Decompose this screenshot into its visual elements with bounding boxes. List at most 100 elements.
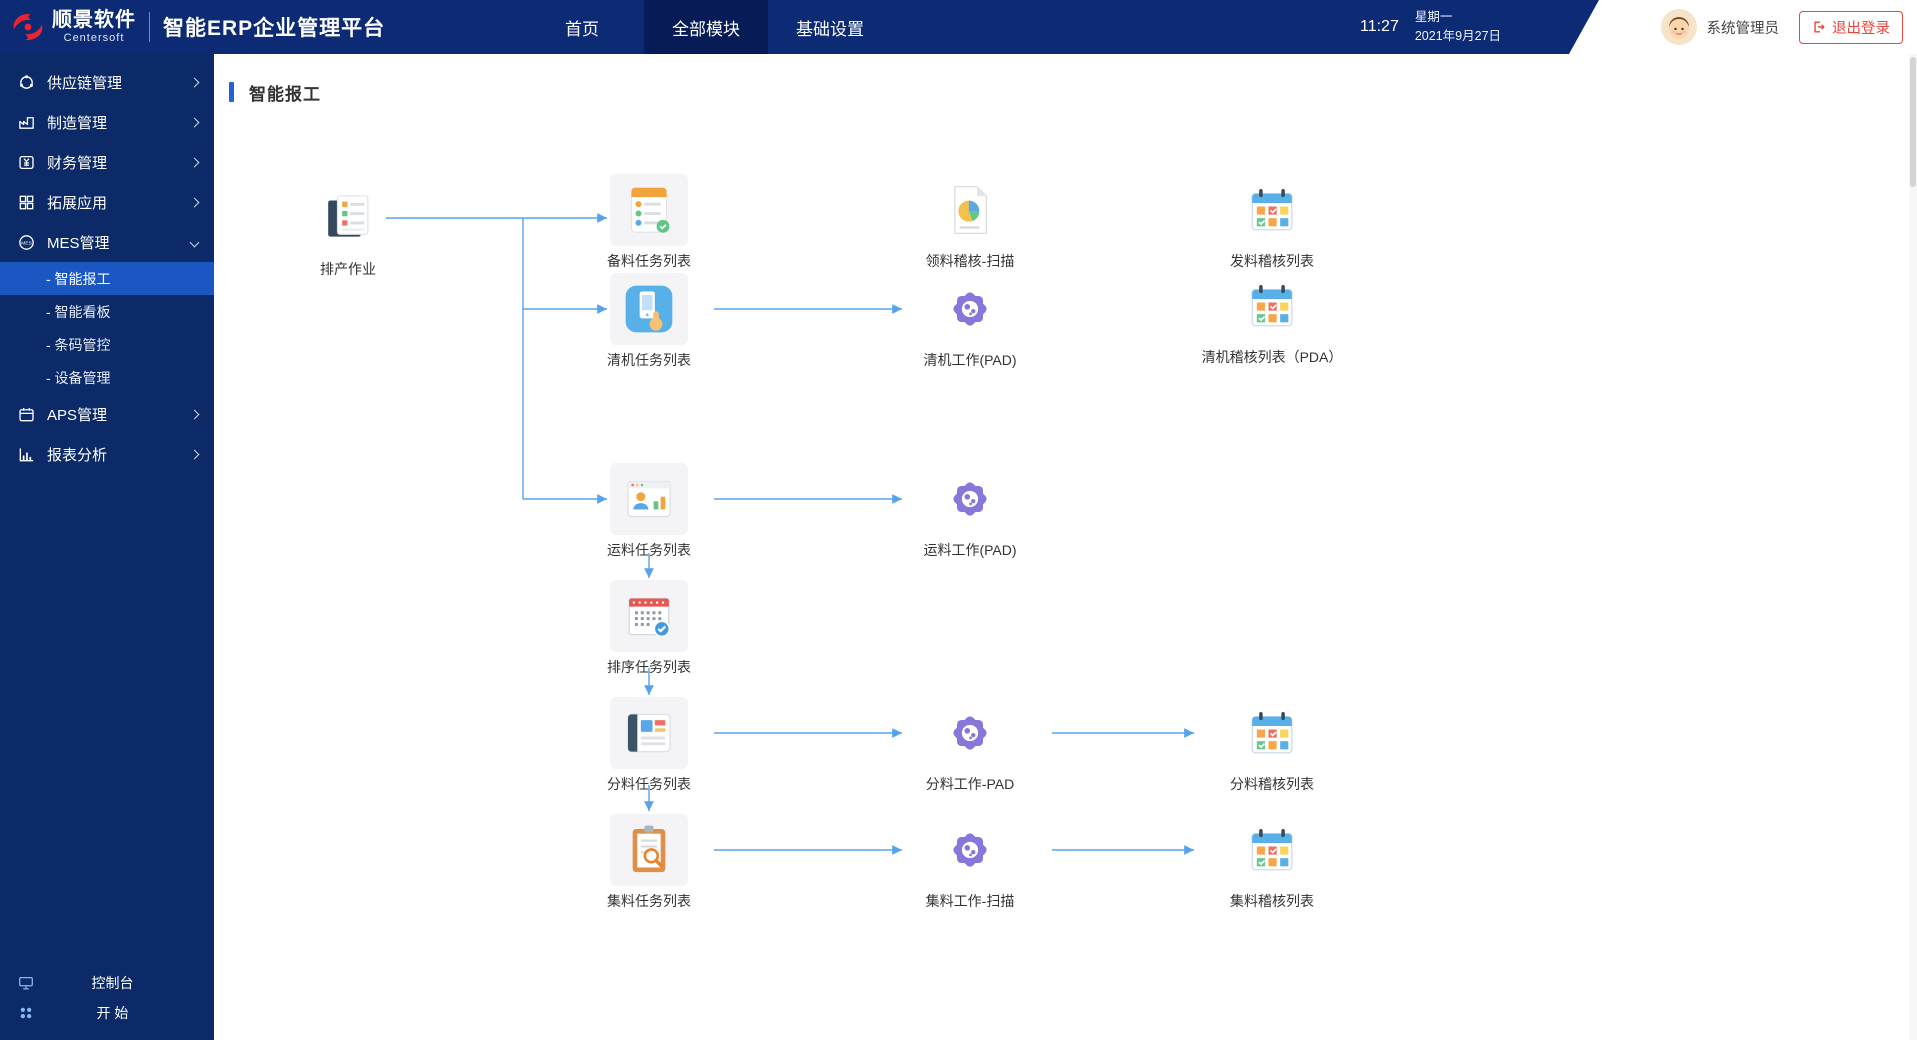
node-label: 分料工作-PAD: [925, 776, 1015, 792]
vertical-scrollbar[interactable]: [1909, 54, 1917, 1040]
sidebar-subitem-equipment-mgmt[interactable]: - 设备管理: [46, 369, 111, 386]
calendar-check-icon: [1233, 814, 1311, 886]
chevron-right-icon: [189, 157, 200, 167]
flow-node-material-prep-tasks[interactable]: 备料任务列表: [569, 174, 729, 271]
chevron-right-icon: [189, 117, 200, 127]
sidebar-item-label: 财务管理: [47, 154, 108, 172]
sidebar-item-label: 制造管理: [47, 114, 108, 132]
sidebar: 供应链管理 制造管理 财务管理 拓展应用 MES管理 - 智能报工 - 智能看板…: [0, 54, 214, 1040]
flow-node-issue-audit-list[interactable]: 发料稽核列表: [1192, 174, 1352, 271]
node-label: 集料任务列表: [607, 893, 691, 909]
console-button[interactable]: 控制台: [0, 968, 214, 998]
clock-time: 11:27: [1360, 18, 1399, 35]
node-label: 运料任务列表: [607, 542, 691, 558]
console-icon: [16, 973, 36, 993]
aps-icon: [16, 404, 36, 424]
logo-divider: [149, 12, 150, 42]
sidebar-item-aps[interactable]: APS管理: [0, 394, 214, 434]
node-label: 集料工作-扫描: [925, 893, 1015, 909]
node-label: 清机稽核列表（PDA）: [1201, 349, 1343, 365]
sidebar-item-manufacturing[interactable]: 制造管理: [0, 102, 214, 142]
nav-tab-all-modules[interactable]: 全部模块: [644, 0, 768, 54]
calendar-check-icon: [1233, 270, 1311, 342]
plan-board-icon: [309, 182, 387, 254]
sidebar-subitem-smart-kanban[interactable]: - 智能看板: [46, 303, 111, 320]
flow-node-collect-audit-list[interactable]: 集料稽核列表: [1192, 814, 1352, 911]
flow-node-sequencing-tasks[interactable]: 排序任务列表: [569, 580, 729, 677]
brand-subname: Centersoft: [63, 32, 125, 44]
flow-node-split-audit-list[interactable]: 分料稽核列表: [1192, 697, 1352, 794]
flow-node-machine-clean-tasks[interactable]: 清机任务列表: [569, 273, 729, 370]
node-label: 排产作业: [320, 261, 376, 277]
report-analysis-icon: [16, 444, 36, 464]
nav-tab-home[interactable]: 首页: [565, 19, 599, 39]
clock-weekday: 星期一: [1414, 9, 1453, 24]
clipboard-search-icon: [610, 814, 688, 886]
sidebar-item-mes[interactable]: MES管理: [0, 222, 214, 262]
calendar-check-icon: [1233, 174, 1311, 246]
page-header: 智能报工: [229, 80, 321, 104]
flow-diagram: 排产作业 备料任务列表 领料稽核-扫描 发料稽核列表 清机任务列表 清机工作(P…: [214, 54, 1917, 1040]
sidebar-item-label: 供应链管理: [47, 74, 123, 92]
scrollbar-thumb[interactable]: [1910, 57, 1916, 187]
node-label: 分料任务列表: [607, 776, 691, 792]
flow-node-production-scheduling[interactable]: 排产作业: [268, 182, 428, 279]
start-icon: [16, 1003, 36, 1023]
flow-node-machine-clean-work-pad[interactable]: 清机工作(PAD): [890, 273, 1050, 370]
chevron-right-icon: [189, 409, 200, 419]
brand-swirl-icon: [10, 12, 46, 42]
node-label: 备料任务列表: [607, 253, 691, 269]
sidebar-item-label: APS管理: [47, 406, 108, 424]
username: 系统管理员: [1706, 20, 1780, 37]
chevron-down-icon: [189, 237, 200, 247]
sidebar-footer: 控制台 开 始: [0, 968, 214, 1028]
clock-date-block: 星期一 2021年9月27日: [1415, 8, 1501, 47]
flow-node-machine-clean-audit-list-pda[interactable]: 清机稽核列表（PDA）: [1192, 270, 1352, 367]
app-title: 智能ERP企业管理平台: [163, 17, 386, 40]
finance-icon: [16, 152, 36, 172]
sidebar-item-label: MES管理: [47, 234, 110, 252]
chevron-right-icon: [189, 449, 200, 459]
manufacturing-icon: [16, 112, 36, 132]
flow-node-material-transport-tasks[interactable]: 运料任务列表: [569, 463, 729, 560]
logout-label: 退出登录: [1832, 20, 1890, 37]
avatar[interactable]: [1660, 9, 1697, 45]
sidebar-item-extensions[interactable]: 拓展应用: [0, 182, 214, 222]
mes-icon: [16, 232, 36, 252]
flow-connectors: [386, 213, 1194, 855]
sidebar-item-label: 报表分析: [47, 446, 108, 464]
gear-icon: [931, 463, 1009, 535]
extensions-icon: [16, 192, 36, 212]
title-accent-bar: [229, 82, 234, 102]
sidebar-item-reports[interactable]: 报表分析: [0, 434, 214, 474]
brand-text: 顺景软件 Centersoft: [52, 10, 136, 44]
main-content: 智能报工: [214, 54, 1917, 1040]
sidebar-item-finance[interactable]: 财务管理: [0, 142, 214, 182]
brand-name: 顺景软件: [52, 9, 136, 31]
flow-node-collect-work-scan[interactable]: 集料工作-扫描: [890, 814, 1050, 911]
browser-person-icon: [610, 463, 688, 535]
node-label: 清机工作(PAD): [923, 352, 1017, 368]
flow-node-picking-audit-scan[interactable]: 领料稽核-扫描: [890, 174, 1050, 271]
logout-icon: [1814, 21, 1825, 33]
sidebar-subitem-barcode-control[interactable]: - 条码管控: [46, 336, 111, 353]
sidebar-item-supply-chain[interactable]: 供应链管理: [0, 62, 214, 102]
flow-node-material-collect-tasks[interactable]: 集料任务列表: [569, 814, 729, 911]
console-label: 控制台: [91, 975, 134, 991]
top-nav: 首页 全部模块 基础设置: [520, 0, 892, 54]
sidebar-menu: 供应链管理 制造管理 财务管理 拓展应用 MES管理 - 智能报工 - 智能看板…: [0, 54, 214, 474]
node-label: 集料稽核列表: [1230, 893, 1314, 909]
sidebar-subitem-smart-reporting[interactable]: - 智能报工: [0, 262, 214, 295]
start-button[interactable]: 开 始: [0, 998, 214, 1028]
clock-area: 11:27 星期一 2021年9月27日: [1360, 0, 1501, 54]
gear-icon: [931, 697, 1009, 769]
phone-hand-icon: [610, 273, 688, 345]
flow-node-material-split-tasks[interactable]: 分料任务列表: [569, 697, 729, 794]
nav-tab-basic-settings[interactable]: 基础设置: [796, 19, 864, 39]
gear-icon: [931, 814, 1009, 886]
node-label: 运料工作(PAD): [923, 542, 1017, 558]
flow-node-split-work-pad[interactable]: 分料工作-PAD: [890, 697, 1050, 794]
flow-node-transport-work-pad[interactable]: 运料工作(PAD): [890, 463, 1050, 560]
user-area: 系统管理员 退出登录: [1569, 0, 1917, 54]
logout-button[interactable]: 退出登录: [1799, 10, 1903, 44]
